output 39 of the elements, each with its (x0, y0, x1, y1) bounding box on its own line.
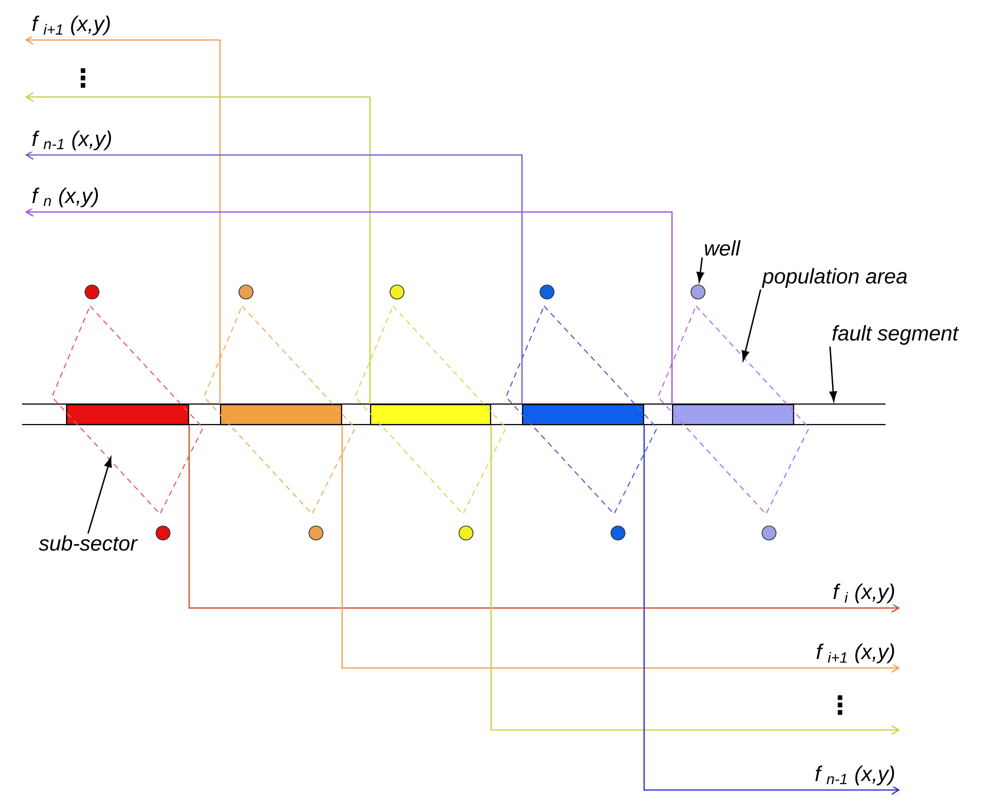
well-marker (458, 526, 474, 540)
edge-label: f $_{n}$ (x,y) (30, 186, 101, 209)
well-marker (540, 284, 554, 300)
edge-label: f $_{i}$ (x,y) (831, 582, 897, 605)
well-marker (390, 284, 404, 300)
well-marker (84, 284, 100, 300)
ellipsis: ⋮ (80, 68, 86, 88)
leader-line (829, 346, 837, 402)
output-arrow (490, 425, 900, 735)
output-arrow (25, 92, 371, 404)
sub-sector-bar (522, 404, 644, 426)
output-arrow (644, 425, 900, 795)
ellipsis: ⋮ (838, 695, 842, 715)
callout-text: sub-sector (37, 534, 139, 552)
sub-sector-bar (370, 404, 492, 426)
output-arrow (188, 425, 900, 613)
leader-line (696, 257, 704, 282)
output-arrow (25, 207, 673, 404)
leader-line (87, 457, 112, 534)
leader-line (742, 289, 762, 361)
well-marker (610, 526, 626, 540)
output-arrow (342, 425, 900, 673)
edge-label: f $_{n-1}$ (x,y) (813, 764, 897, 787)
well-marker (308, 526, 324, 540)
output-arrow (25, 150, 523, 404)
callout-text: well (702, 238, 742, 258)
edge-label: f $_{i+1}$ (x,y) (814, 642, 897, 665)
callout-text: fault segment (830, 324, 960, 346)
sub-sector-bar (672, 404, 794, 426)
edge-label: f $_{n-1}$ (x,y) (30, 129, 114, 152)
sub-sector-bar (220, 404, 342, 426)
well-marker (238, 284, 254, 300)
well-marker (762, 526, 776, 540)
well-marker (156, 526, 170, 540)
output-arrow (25, 35, 221, 404)
edge-label: f $_{i+1}$ (x,y) (30, 14, 112, 37)
well-marker (690, 284, 706, 300)
sub-sector-bar (66, 404, 190, 426)
callout-text: population area (760, 266, 910, 290)
